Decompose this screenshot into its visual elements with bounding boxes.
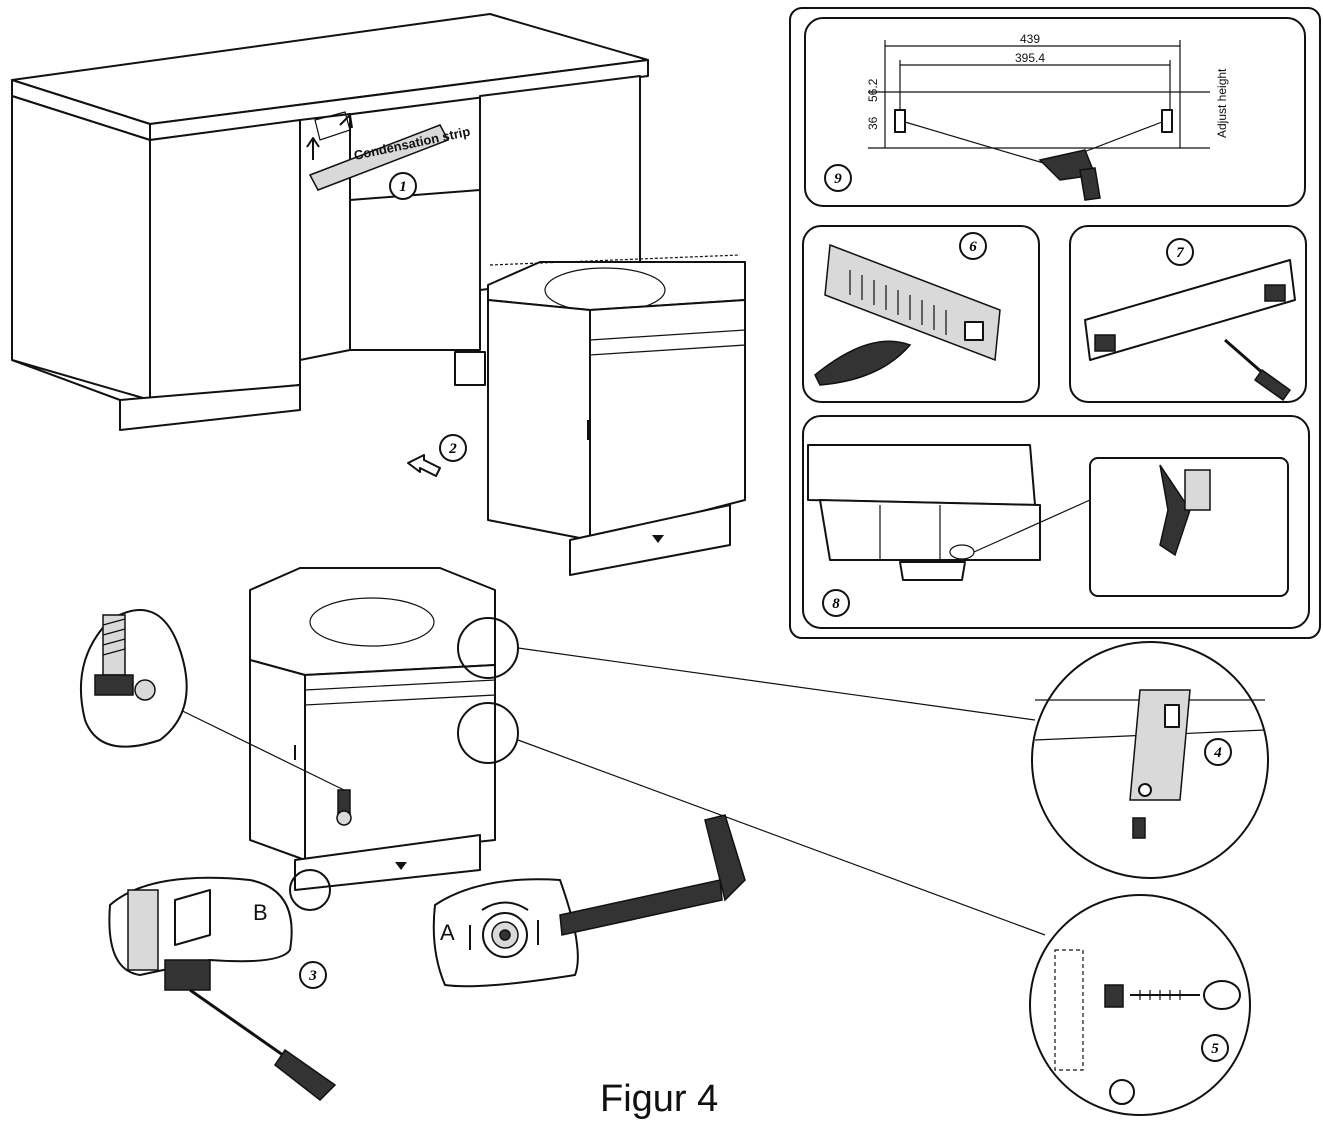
step-3-badge: 3 <box>299 961 327 989</box>
condensation-strip <box>308 124 450 191</box>
detail-4-bubble <box>1031 641 1269 879</box>
svg-text:5: 5 <box>1211 1041 1219 1057</box>
condensation-strip-label: Condensation strip <box>353 124 472 163</box>
step-5-badge: 5 <box>1201 1034 1229 1062</box>
detail-5-bubble <box>1029 894 1251 1116</box>
svg-text:1: 1 <box>399 179 407 195</box>
detail-a-bubble: A <box>432 878 579 988</box>
hex-key <box>559 814 746 936</box>
dim-395: 395.4 <box>1015 51 1045 65</box>
svg-text:3: 3 <box>308 968 317 984</box>
svg-text:2: 2 <box>448 441 457 457</box>
right-panel: 439 395.4 56.2 36 Adjust height 9 6 7 <box>789 7 1321 639</box>
push-direction-arrow <box>407 454 441 477</box>
step-9-badge: 9 <box>834 171 842 187</box>
svg-text:4: 4 <box>1213 745 1222 761</box>
leg-detail-bubble <box>79 609 188 748</box>
step-7-badge: 7 <box>1176 245 1184 261</box>
step-6-badge: 6 <box>969 239 977 255</box>
label-b: B <box>253 900 268 925</box>
adjust-height-label: Adjust height <box>1215 68 1229 138</box>
dishwasher-upper <box>487 254 746 576</box>
label-a: A <box>440 920 455 945</box>
zoom-circles <box>289 617 1046 936</box>
detail-b-bubble: B <box>108 876 337 1101</box>
dim-36: 36 <box>866 116 880 130</box>
step-4-badge: 4 <box>1204 738 1232 766</box>
step-2-badge: 2 <box>439 434 467 462</box>
dishwasher-lower <box>159 567 496 891</box>
kitchen-cabinet: Condensation strip <box>11 13 649 431</box>
step-8-badge: 8 <box>832 596 840 612</box>
figure-title: Figur 4 <box>600 1078 719 1120</box>
step-1-badge: 1 <box>389 172 417 200</box>
dim-439: 439 <box>1020 32 1040 46</box>
dim-56: 56.2 <box>866 78 880 102</box>
